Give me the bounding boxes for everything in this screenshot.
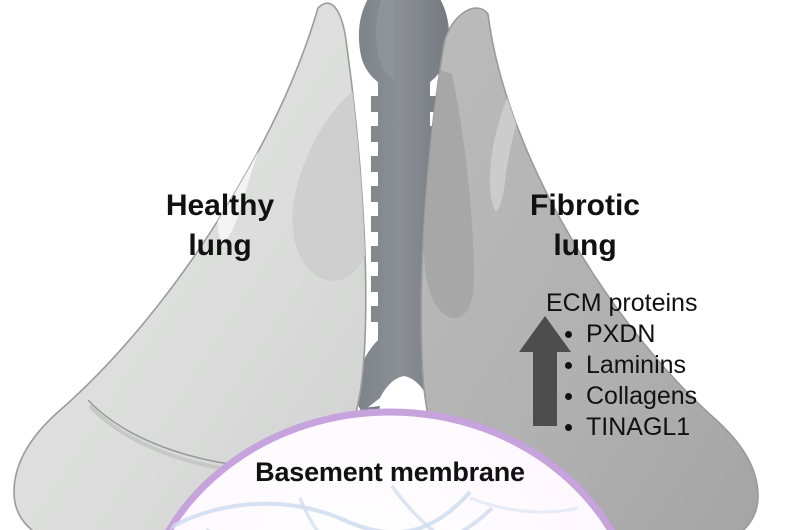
healthy-lung-label-line1: Healthy	[165, 189, 275, 222]
bullet-icon	[565, 393, 572, 400]
list-item: Collagens	[565, 381, 796, 412]
fibrotic-lung-label-line1: Fibrotic	[530, 189, 640, 222]
fibrotic-lung-label: Fibrotic lung	[420, 186, 750, 265]
fibrotic-lung-highlight	[489, 88, 528, 212]
fibrotic-lung-label-line2: lung	[553, 228, 617, 262]
healthy-lung-label-line2: lung	[188, 228, 252, 262]
list-item: PXDN	[565, 319, 796, 350]
basement-membrane-fibers	[148, 484, 579, 530]
fibrotic-lung	[420, 7, 759, 530]
bullet-icon	[565, 424, 572, 431]
ecm-proteins-heading: ECM proteins	[546, 289, 698, 317]
healthy-lung-label: Healthy lung	[0, 186, 440, 265]
ecm-proteins-list: PXDN Laminins Collagens TINAGL1	[546, 319, 796, 443]
increase-arrow-icon	[519, 316, 571, 426]
ecm-protein-name: Laminins	[586, 350, 687, 379]
basement-membrane-disc	[165, 408, 615, 530]
bullet-icon	[565, 331, 572, 338]
fibrotic-lung-medial-shade	[422, 70, 474, 319]
larynx-highlight	[375, 0, 394, 80]
basement-membrane-label: Basement membrane	[255, 457, 525, 487]
ecm-protein-name: TINAGL1	[586, 412, 691, 441]
ecm-proteins-annotation: ECM proteins PXDN Laminins Collagens TIN…	[546, 290, 796, 443]
healthy-lung-medial-shade	[292, 92, 366, 281]
list-item: TINAGL1	[565, 412, 796, 443]
bullet-icon	[565, 362, 572, 369]
ecm-protein-name: PXDN	[586, 319, 656, 348]
basement-membrane-circle	[148, 408, 615, 530]
ecm-protein-name: Collagens	[586, 381, 698, 410]
list-item: Laminins	[565, 350, 796, 381]
